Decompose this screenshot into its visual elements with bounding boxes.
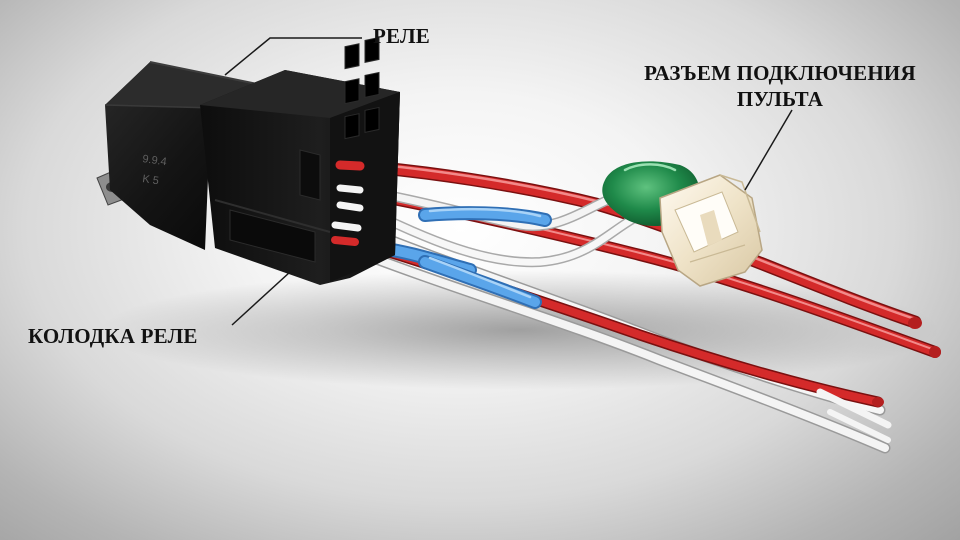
- remote-connector-label-line2: ПУЛЬТА: [736, 87, 824, 111]
- leader-line-connector: [744, 109, 793, 191]
- remote-connector-label: РАЗЪЕМ ПОДКЛЮЧЕНИЯ ПУЛЬТА: [600, 60, 960, 112]
- wire-tip: [929, 346, 941, 358]
- relay-marking-bottom: K 5: [142, 173, 160, 187]
- relay-label: РЕЛЕ: [373, 24, 431, 48]
- remote-connector: [659, 174, 763, 287]
- leader-line-socket: [231, 271, 291, 326]
- relay-socket: [200, 36, 400, 285]
- wire-tip: [908, 317, 922, 329]
- socket-wire-entries: [331, 160, 365, 246]
- remote-connector-label-line1: РАЗЪЕМ ПОДКЛЮЧЕНИЯ: [644, 61, 916, 85]
- leader-lines: [224, 37, 793, 326]
- leader-line-relay: [224, 37, 362, 76]
- wire-bundle: [334, 158, 941, 454]
- relay-marking-top: 9.9.4: [142, 153, 168, 168]
- wire-tip: [872, 397, 884, 407]
- relay-socket-label: КОЛОДКА РЕЛЕ: [28, 324, 198, 348]
